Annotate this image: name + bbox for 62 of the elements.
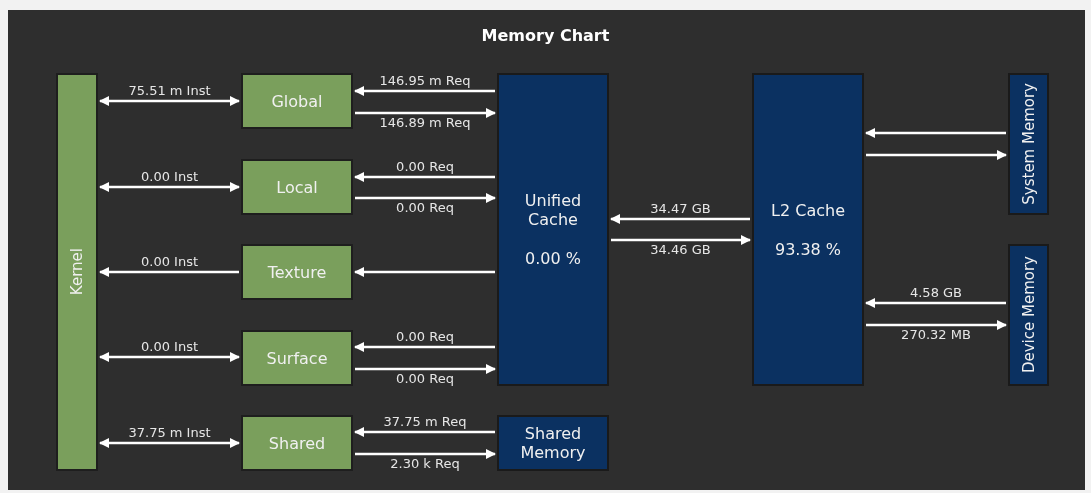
- arrow: [865, 298, 1006, 308]
- edge-label: 0.00 Req: [396, 159, 454, 174]
- arrow: [355, 364, 496, 374]
- node-label: Unified Cache: [523, 191, 583, 229]
- edge-label: 34.47 GB: [650, 201, 711, 216]
- edge-label: 37.75 m Inst: [128, 425, 211, 440]
- edge-label: 0.00 Req: [396, 371, 454, 386]
- edge-label: 0.00 Req: [396, 200, 454, 215]
- node-label: Shared Memory: [519, 424, 587, 462]
- memory-space-box: [241, 244, 353, 300]
- node-label: L2 Cache: [771, 200, 845, 220]
- hit-rate-value: 93.38 %: [774, 239, 842, 259]
- edge-label: 2.30 k Req: [390, 456, 460, 471]
- chart-title: Memory Chart: [481, 26, 610, 45]
- arrow: [355, 449, 496, 459]
- arrow: [865, 128, 1006, 138]
- cache-box: [752, 73, 864, 386]
- arrow: [354, 172, 495, 182]
- hit-rate-value: 0.00 %: [525, 249, 581, 268]
- arrow: [866, 320, 1007, 330]
- edge-label: 4.58 GB: [909, 285, 963, 300]
- arrow: [355, 108, 496, 118]
- arrow: [99, 352, 240, 362]
- arrow: [354, 86, 495, 96]
- memory-space-box: [241, 330, 353, 386]
- cache-box: [1008, 244, 1049, 386]
- edge-label: 75.51 m Inst: [128, 83, 211, 98]
- cache-box: [497, 73, 609, 386]
- edge-label: 37.75 m Req: [383, 414, 467, 429]
- edge-label: 0.00 Inst: [141, 254, 198, 269]
- memory-space-box: [56, 73, 98, 471]
- edge-label: 34.46 GB: [650, 242, 711, 257]
- edge-label: 0.00 Inst: [141, 339, 198, 354]
- arrow: [866, 150, 1007, 160]
- edge-label: 0.00 Inst: [141, 169, 198, 184]
- node-label: Surface: [266, 348, 328, 368]
- edge-label: 146.89 m Req: [379, 115, 471, 130]
- arrow: [354, 427, 495, 437]
- node-label: Device Memory: [1019, 256, 1038, 374]
- arrow: [610, 214, 750, 224]
- edge-label: 0.00 Req: [396, 329, 454, 344]
- arrow: [354, 267, 495, 277]
- arrow: [99, 438, 240, 448]
- edge-label: 146.95 m Req: [379, 73, 471, 88]
- cache-box: [1008, 73, 1049, 215]
- memory-space-box: [241, 159, 353, 215]
- arrow: [99, 182, 240, 192]
- node-label: Texture: [267, 262, 327, 282]
- arrow: [354, 342, 495, 352]
- arrow: [611, 235, 751, 245]
- cache-box: [497, 415, 609, 471]
- node-label: Kernel: [68, 248, 86, 296]
- node-label: System Memory: [1019, 83, 1038, 205]
- arrow: [99, 96, 240, 106]
- memory-space-box: [241, 415, 353, 471]
- node-label: Shared: [268, 433, 326, 453]
- arrow: [355, 193, 496, 203]
- node-label: Local: [276, 177, 318, 197]
- arrow: [99, 267, 239, 277]
- node-label: Global: [271, 91, 323, 111]
- edge-label: 270.32 MB: [901, 327, 971, 342]
- memory-space-box: [241, 73, 353, 129]
